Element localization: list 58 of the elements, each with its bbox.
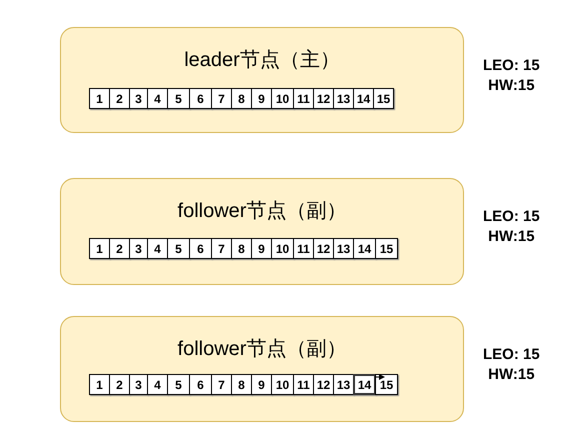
log-cell: 14 [353,374,376,395]
log-cell: 9 [251,88,272,109]
log-cell: 3 [129,88,148,109]
log-cell: 3 [129,374,148,395]
offset-label: LEO: 15 [483,207,540,227]
log-cell: 8 [231,374,252,395]
log-cell: 11 [293,238,314,259]
log-cell: 13 [333,374,354,395]
node-title: follower节点（副） [176,199,348,224]
offset-label: LEO: 15 [483,56,540,76]
log-cell: 10 [271,88,294,109]
log-cell: 9 [251,238,272,259]
log-cell: 12 [313,374,334,395]
log-cell: 12 [313,88,334,109]
log-cell: 1 [89,238,110,259]
log-cell: 6 [189,374,212,395]
log-cell: 1 [89,374,110,395]
log-cell: 7 [211,88,232,109]
node-box [60,27,464,133]
log-cell: 4 [147,88,168,109]
node-box [60,316,464,422]
log-cell: 5 [167,88,190,109]
log-cell: 10 [271,374,294,395]
log-cell: 15 [375,374,398,395]
node-box [60,178,464,285]
log-cell: 6 [189,238,212,259]
log-cell: 5 [167,374,190,395]
log-cell: 10 [271,238,294,259]
log-cell: 4 [147,374,168,395]
log-cell: 9 [251,374,272,395]
log-cell: 14 [353,88,374,109]
log-cell: 11 [293,88,314,109]
log-cell: 7 [211,238,232,259]
log-cell: 5 [167,238,190,259]
log-cell: 15 [375,238,398,259]
log-cell: 2 [109,374,130,395]
log-cell: 3 [129,238,148,259]
arrow [374,374,385,380]
offset-label: HW:15 [487,76,536,96]
log-cell: 2 [109,88,130,109]
offset-label: HW:15 [487,365,536,385]
log-cell: 11 [293,374,314,395]
log-cell: 12 [313,238,334,259]
log-cell: 15 [373,88,394,109]
log-cell: 8 [231,88,252,109]
offset-label: HW:15 [487,227,536,247]
node-title: follower节点（副） [176,337,348,362]
node-title: leader节点（主） [183,48,341,73]
log-cell: 4 [147,238,168,259]
log-cell: 6 [189,88,212,109]
log-cell: 2 [109,238,130,259]
log-cell: 7 [211,374,232,395]
log-cell: 13 [333,88,354,109]
log-cell: 1 [89,88,110,109]
log-cell: 14 [353,238,376,259]
log-cell: 8 [231,238,252,259]
log-cell: 13 [333,238,354,259]
offset-label: LEO: 15 [483,345,540,365]
